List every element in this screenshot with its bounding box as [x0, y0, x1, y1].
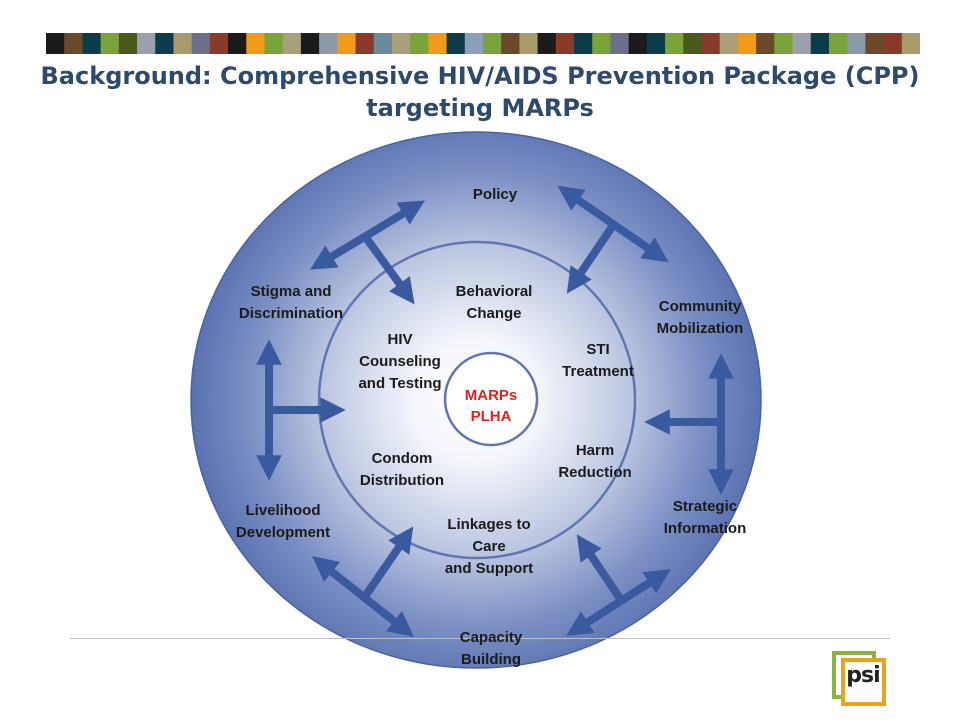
- stripe-block: [701, 33, 721, 54]
- stripe-block: [337, 33, 357, 54]
- stripe-block: [355, 33, 375, 54]
- stripe-block: [792, 33, 812, 54]
- stripe-block: [737, 33, 757, 54]
- stripe-block: [446, 33, 466, 54]
- stripe-block: [464, 33, 484, 54]
- logo-frame-orange: [841, 658, 886, 706]
- stripe-block: [774, 33, 794, 54]
- stripe-block: [828, 33, 848, 54]
- stripe-block: [519, 33, 539, 54]
- stripe-block: [100, 33, 120, 54]
- stripe-block: [683, 33, 703, 54]
- stripe-block: [300, 33, 320, 54]
- stripe-block: [610, 33, 630, 54]
- stripe-block: [264, 33, 284, 54]
- arrow-stem-1: [360, 232, 415, 305]
- label-policy: Policy: [472, 186, 518, 203]
- stripe-block: [428, 33, 448, 54]
- stripe-block: [592, 33, 612, 54]
- stripe-block: [501, 33, 521, 54]
- arrow-stem-2: [566, 221, 618, 294]
- stripe-block: [209, 33, 229, 54]
- stripe-block: [555, 33, 575, 54]
- stripe-block: [574, 33, 593, 54]
- psi-logo: psi: [832, 651, 886, 706]
- stripe-block: [719, 33, 739, 54]
- decorative-color-stripe: [46, 33, 920, 54]
- arrow-bar-5: [311, 556, 415, 637]
- stripe-block: [373, 33, 393, 54]
- stripe-block: [665, 33, 684, 54]
- stripe-block: [319, 33, 338, 54]
- stripe-block: [483, 33, 502, 54]
- stripe-block: [901, 33, 920, 54]
- stripe-block: [537, 33, 557, 54]
- stripe-block: [883, 33, 903, 54]
- center-circle: [443, 351, 539, 447]
- stripe-block: [118, 33, 138, 54]
- stripe-block: [646, 33, 666, 54]
- stripe-block: [173, 33, 193, 54]
- stripe-block: [847, 33, 866, 54]
- bottom-divider: [70, 638, 890, 639]
- arrow-stem-5: [362, 526, 414, 598]
- stripe-block: [137, 33, 156, 54]
- slide-title-line-1: Background: Comprehensive HIV/AIDS Preve…: [40, 62, 920, 90]
- stripe-block: [228, 33, 247, 54]
- stripe-block: [391, 33, 411, 54]
- stripe-block: [155, 33, 175, 54]
- stripe-block: [246, 33, 266, 54]
- stripe-block: [282, 33, 302, 54]
- stripe-block: [46, 33, 65, 54]
- stripe-block: [865, 33, 885, 54]
- stripe-block: [82, 33, 102, 54]
- logo-text: psi: [846, 663, 880, 688]
- stripe-block: [628, 33, 648, 54]
- slide-title-line-2: targeting MARPs: [366, 94, 594, 122]
- stripe-block: [810, 33, 830, 54]
- arrow-stem-4: [576, 534, 627, 606]
- inner-circle: [317, 240, 637, 560]
- stripe-block: [410, 33, 429, 54]
- stripe-block: [191, 33, 211, 54]
- slide-title: Background: Comprehensive HIV/AIDS Preve…: [20, 60, 940, 124]
- stripe-block: [756, 33, 775, 54]
- arrow-group: [256, 185, 734, 637]
- stripe-block: [64, 33, 84, 54]
